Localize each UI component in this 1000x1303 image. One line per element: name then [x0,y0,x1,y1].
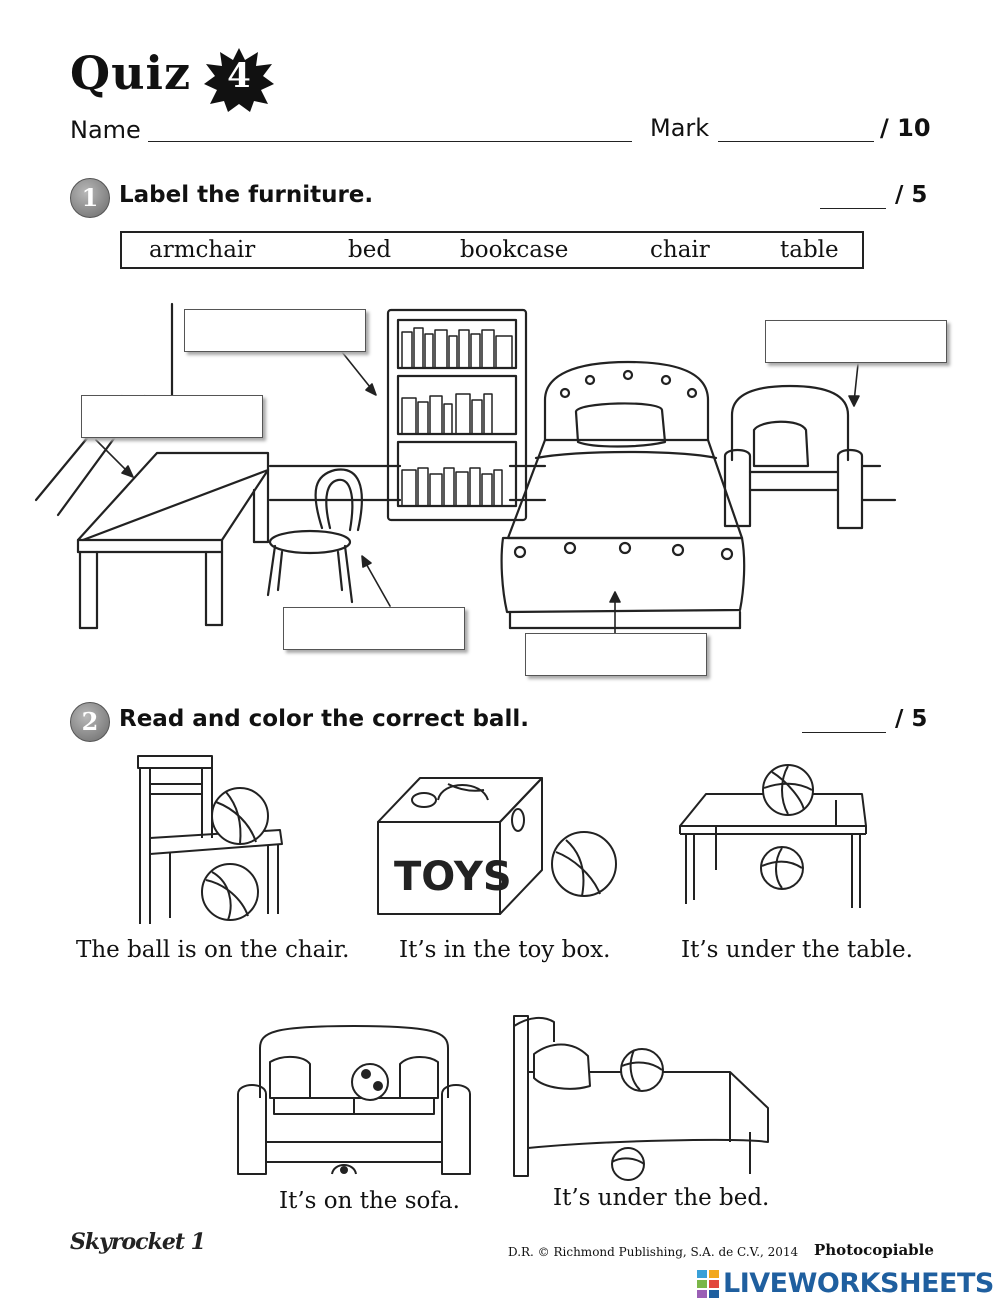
ball-under-chair [201,863,259,921]
label-answer-box[interactable] [283,607,465,650]
word-bank: armchair bed bookcase chair table [120,231,864,269]
mark-label: Mark [650,114,710,142]
label-answer-box[interactable] [525,633,707,676]
quiz-number-badge: 4 [204,48,274,112]
section-1-score: / 5 [895,182,928,208]
section-1-title: Label the furniture. [119,182,374,208]
ball-under-bed [611,1147,645,1181]
bookcase-drawing [386,308,528,522]
label-arrows [95,351,860,635]
liveworksheets-logo[interactable]: LIVEWORKSHEETS [697,1268,997,1300]
section-1-score-field[interactable] [820,208,886,209]
label-answer-box[interactable] [81,395,263,438]
sofa-balls-picture [237,1025,471,1175]
skyrocket-logo: Skyrocket 1 [70,1229,206,1255]
bed-drawing [500,360,746,630]
armchair-drawing [723,384,864,530]
ball-under-table [760,846,804,890]
mark-field[interactable] [718,141,874,142]
photocopiable-text: Photocopiable [814,1241,934,1259]
liveworksheets-text: LIVEWORKSHEETS [723,1268,994,1299]
ball-beside-box [551,831,617,897]
ball-on-chair [211,787,269,845]
name-field[interactable] [148,141,632,142]
quiz-number: 4 [227,56,251,96]
label-answer-box[interactable] [765,320,947,363]
section-2-number: 2 [70,702,110,742]
caption-bed: It’s under the bed. [553,1185,770,1211]
word-bank-item: table [780,237,839,263]
furniture-scene-illustration [34,302,897,635]
caption-sofa: It’s on the sofa. [279,1188,460,1214]
ball-on-bed [620,1048,664,1092]
ball-on-table [762,764,814,816]
caption-toy-box: It’s in the toy box. [399,937,611,963]
word-bank-item: bookcase [460,237,569,263]
toys-label: TOYS [394,854,512,900]
starburst-icon [204,48,274,112]
label-answer-box[interactable] [184,309,366,352]
section-1-number: 1 [70,178,110,218]
bed-balls-picture [513,1015,769,1181]
quiz-title: Quiz [70,46,192,100]
caption-table: It’s under the table. [681,937,913,963]
name-label: Name [70,116,141,144]
toy-box-picture: TOYS [377,777,617,915]
word-bank-item: bed [348,237,392,263]
section-2-score-field[interactable] [802,732,886,733]
table-balls-picture [679,764,867,908]
section-2-score: / 5 [895,706,928,732]
word-bank-item: chair [650,237,710,263]
liveworksheets-grid-icon [697,1270,719,1298]
ball-under-sofa [331,1164,357,1175]
section-2-title: Read and color the correct ball. [119,706,529,732]
chair-drawing [266,468,363,604]
ball-on-sofa [351,1063,389,1101]
word-bank-item: armchair [149,237,256,263]
copyright-text: D.R. © Richmond Publishing, S.A. de C.V.… [508,1245,799,1259]
chair-balls-picture [137,755,283,924]
caption-chair: The ball is on the chair. [76,937,350,963]
mark-total: / 10 [880,114,931,142]
table-drawing [76,451,270,630]
